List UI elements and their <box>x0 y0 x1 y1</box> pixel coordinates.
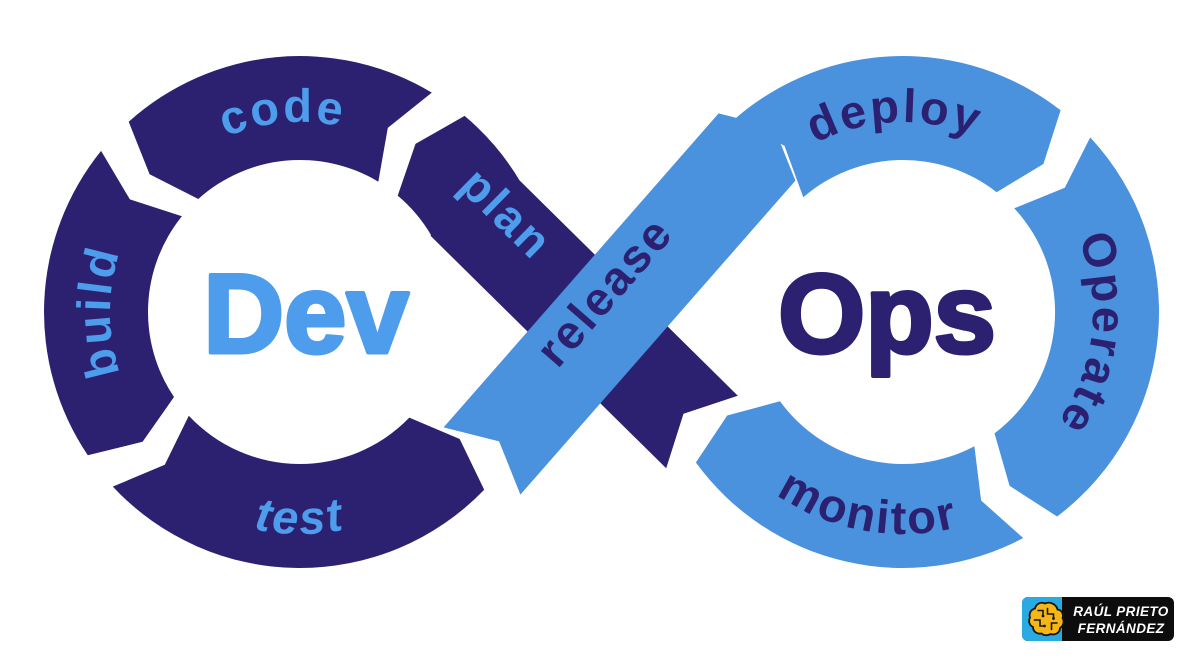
code-segment <box>128 56 432 199</box>
brain-circuit-nodes <box>1041 614 1055 628</box>
ops-title: Ops <box>778 252 996 377</box>
brain-circuit-traces <box>1033 607 1058 631</box>
dev-title: Dev <box>203 252 408 377</box>
badge-name-line2: FERNÁNDEZ <box>1078 621 1165 636</box>
test-segment <box>112 415 485 568</box>
release-band <box>443 113 796 495</box>
monitor-segment <box>695 401 1024 568</box>
test-label: test <box>252 487 348 545</box>
brand-badge: RAÚL PRIETO FERNÁNDEZ <box>1022 597 1174 641</box>
brain-circuit-icon <box>1028 601 1065 637</box>
plan-arc-segment <box>397 115 522 236</box>
badge-name-line1: RAÚL PRIETO <box>1073 604 1169 619</box>
badge-logo-square-edge <box>1062 597 1070 641</box>
build-segment <box>44 150 182 456</box>
operate-segment <box>994 137 1160 517</box>
deploy-segment <box>735 56 1061 198</box>
